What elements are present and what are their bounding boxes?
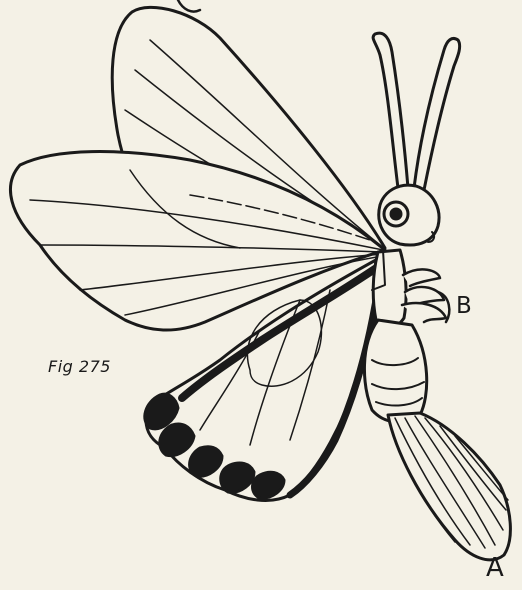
tuft [388, 413, 510, 560]
figure-caption: Fig 275 [48, 357, 111, 376]
label-a: A [486, 553, 504, 583]
abdomen [364, 320, 426, 422]
head [379, 185, 439, 245]
label-b: B [456, 293, 472, 319]
antennae [373, 33, 460, 190]
thorax [372, 250, 449, 327]
